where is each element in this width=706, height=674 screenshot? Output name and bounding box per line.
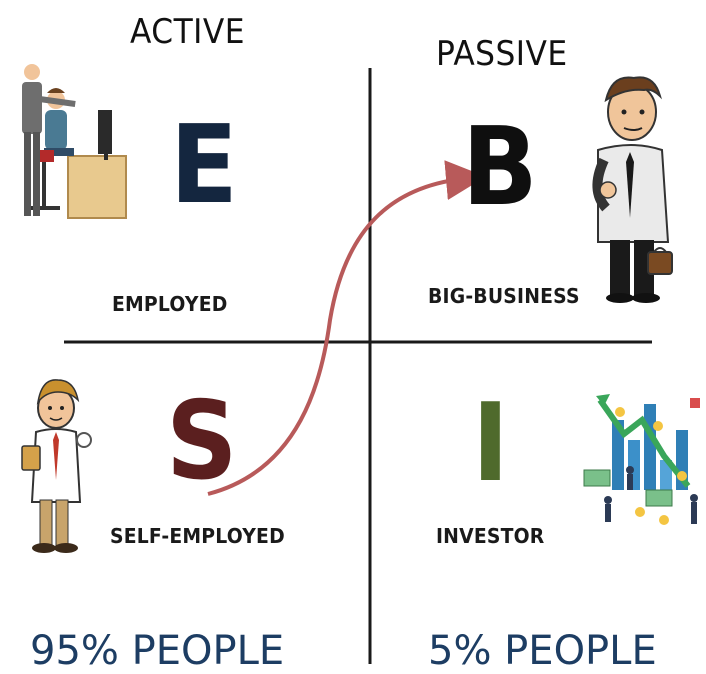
letter-i: I [472,381,509,506]
employed-label: EMPLOYED [112,292,228,316]
letter-e: E [170,103,238,228]
letter-b: B [462,105,538,230]
big-business-label: BIG-BUSINESS [428,284,580,308]
investor-label: INVESTOR [436,524,545,548]
active-header: ACTIVE [130,12,245,52]
passive-header: PASSIVE [436,34,568,74]
self-employed-label: SELF-EMPLOYED [110,524,285,548]
letter-s: S [166,379,238,504]
transition-arrow [207,160,486,496]
